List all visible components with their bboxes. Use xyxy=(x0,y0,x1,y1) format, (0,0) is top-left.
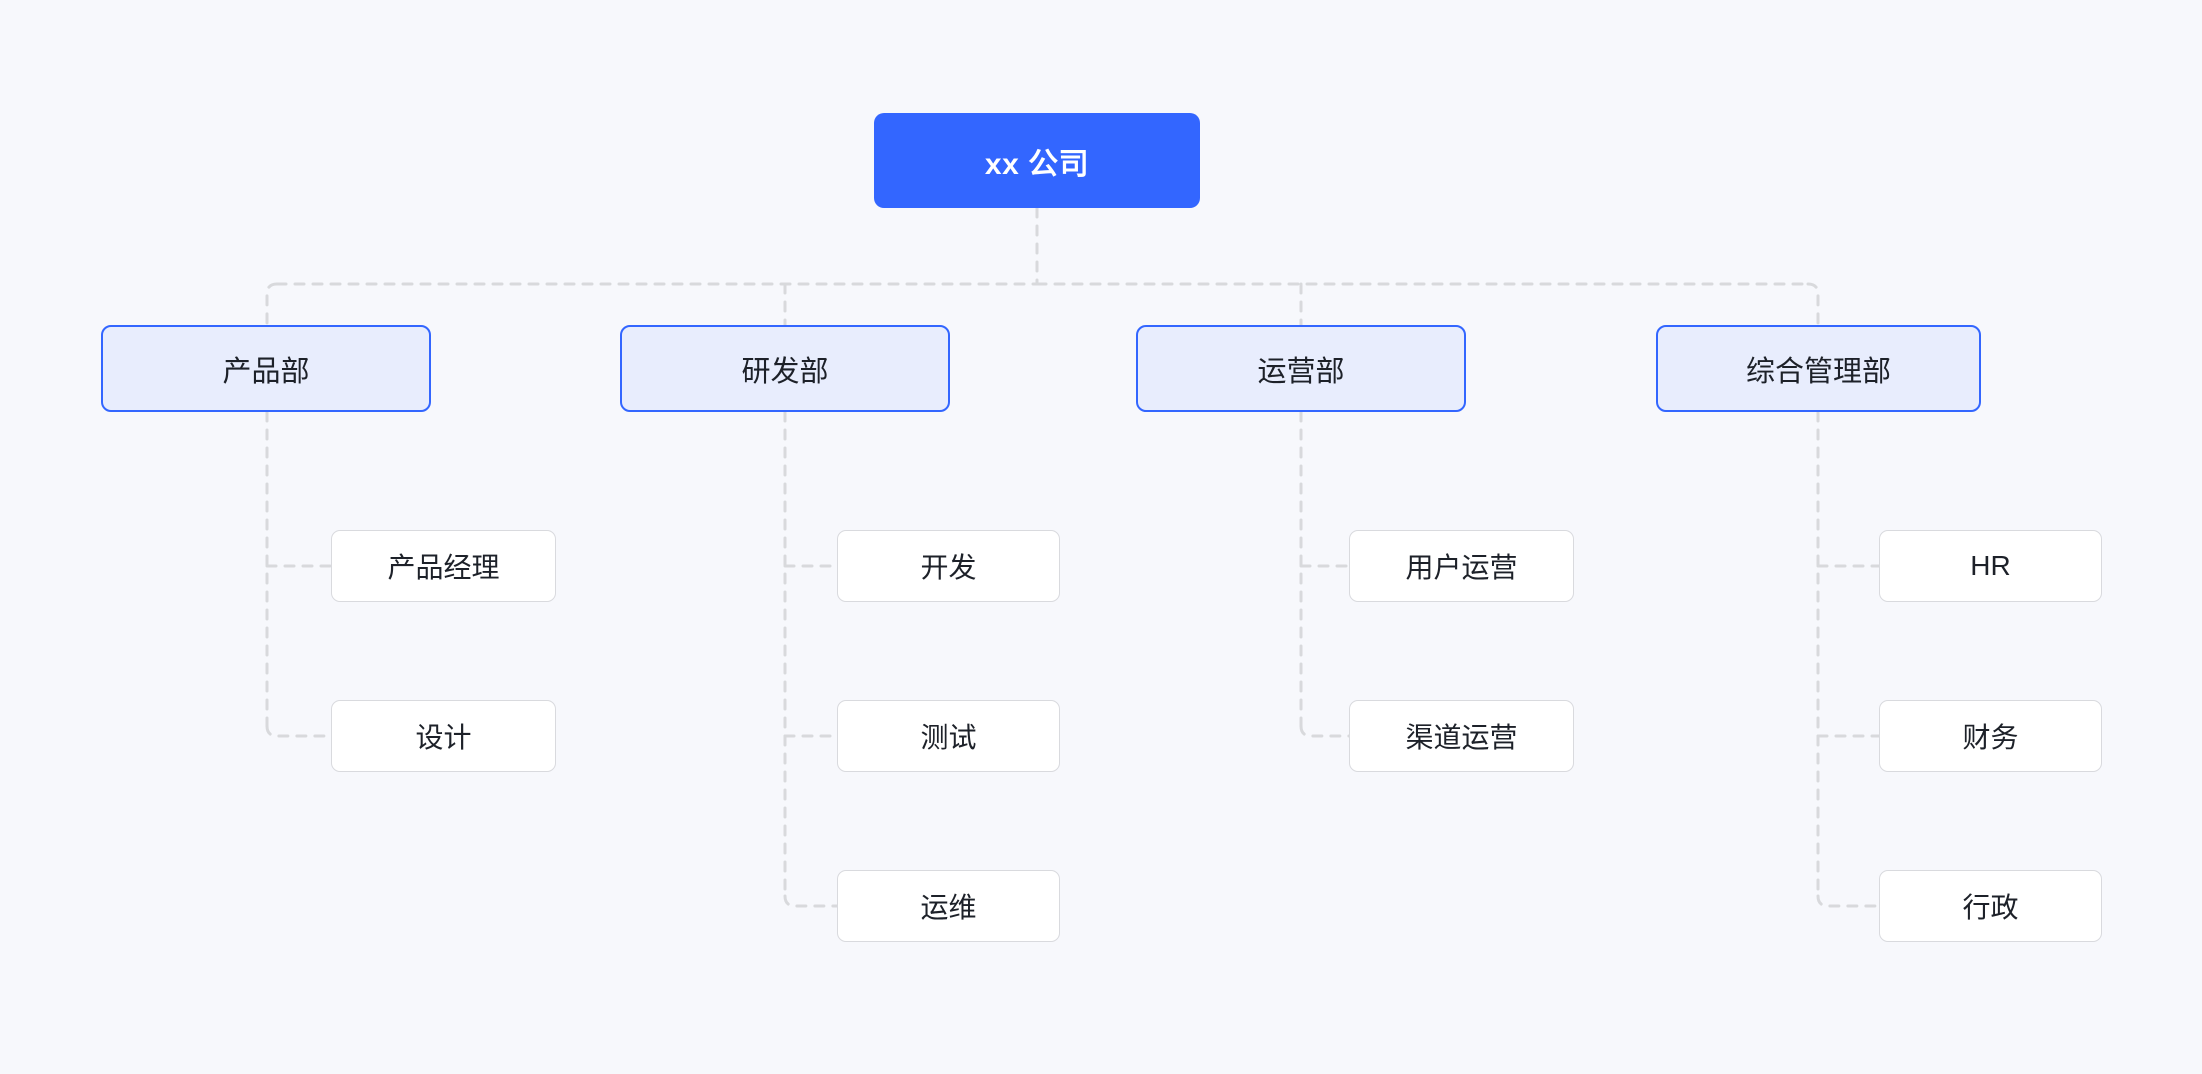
edge-leaf-stub-3-2 xyxy=(1816,894,1881,908)
edge-leaf-stub-1-2 xyxy=(783,894,839,908)
org-node-leaf-3-0[interactable]: HR xyxy=(1879,530,2102,602)
org-node-leaf-2-0[interactable]: 用户运营 xyxy=(1349,530,1574,602)
edge-leaf-stub-2-1 xyxy=(1299,724,1351,738)
org-node-leaf-2-1[interactable]: 渠道运营 xyxy=(1349,700,1574,772)
org-node-leaf-0-0[interactable]: 产品经理 xyxy=(331,530,556,602)
org-node-department-2[interactable]: 运营部 xyxy=(1136,325,1466,412)
org-node-department-1[interactable]: 研发部 xyxy=(620,325,950,412)
org-node-leaf-1-0[interactable]: 开发 xyxy=(837,530,1060,602)
org-node-leaf-0-1[interactable]: 设计 xyxy=(331,700,556,772)
org-node-leaf-3-2[interactable]: 行政 xyxy=(1879,870,2102,942)
org-node-leaf-3-1[interactable]: 财务 xyxy=(1879,700,2102,772)
org-node-leaf-1-1[interactable]: 测试 xyxy=(837,700,1060,772)
edge-dept-drop-3 xyxy=(1806,282,1820,327)
org-node-root[interactable]: xx 公司 xyxy=(874,113,1200,208)
org-node-leaf-1-2[interactable]: 运维 xyxy=(837,870,1060,942)
edge-dept-drop-0 xyxy=(265,282,279,327)
edge-leaf-stub-0-1 xyxy=(265,724,333,738)
org-node-department-3[interactable]: 综合管理部 xyxy=(1656,325,1981,412)
org-node-department-0[interactable]: 产品部 xyxy=(101,325,431,412)
